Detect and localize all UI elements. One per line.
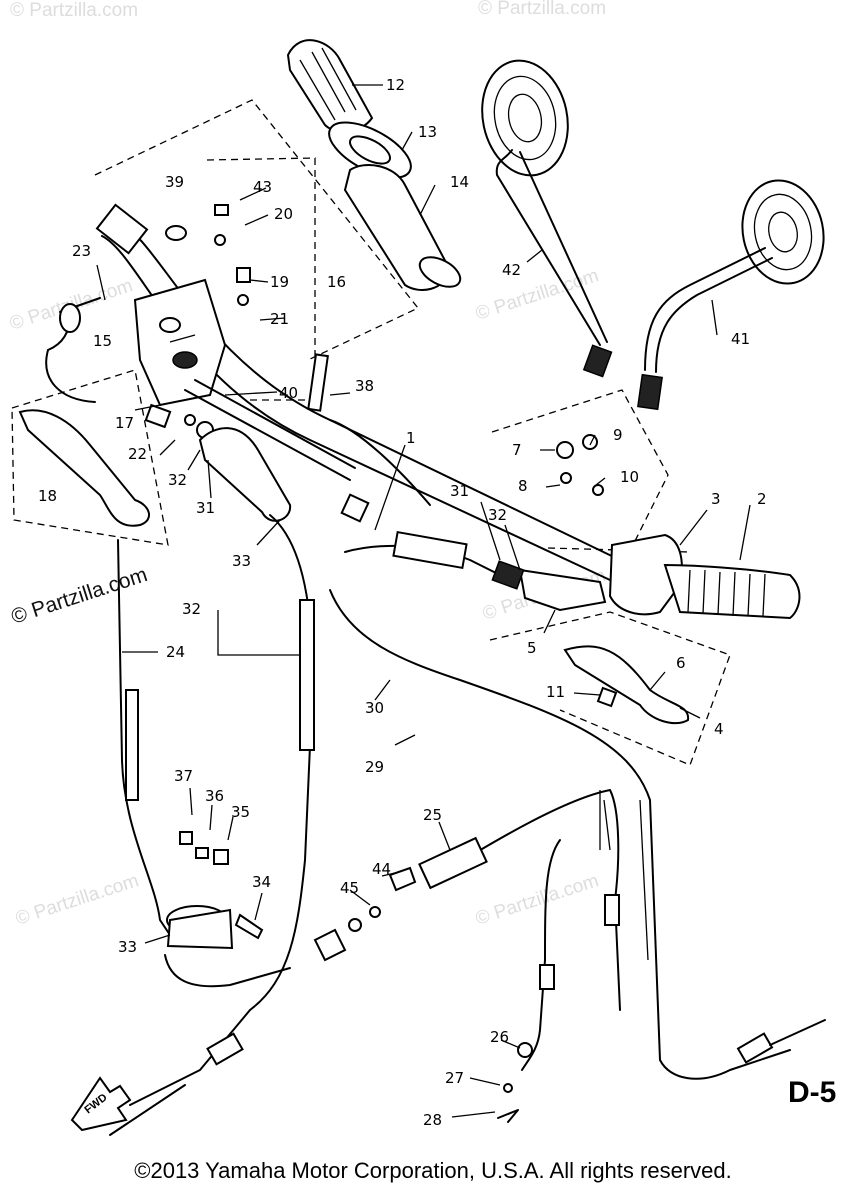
callout-21: 21 bbox=[270, 310, 289, 328]
callout-32-left: 32 bbox=[168, 471, 187, 489]
callout-26: 26 bbox=[490, 1028, 509, 1046]
callout-1: 1 bbox=[406, 429, 416, 447]
callout-2: 2 bbox=[757, 490, 767, 508]
callout-42: 40 bbox=[279, 384, 298, 402]
callout-35: 33 bbox=[118, 938, 137, 956]
callout-27: 27 bbox=[445, 1069, 464, 1087]
callout-43: 41 bbox=[731, 330, 750, 348]
mirrors bbox=[481, 59, 825, 411]
watermark: © Partzilla.com bbox=[478, 0, 606, 19]
watermark: © Partzilla.com bbox=[13, 870, 141, 930]
callout-9: 9 bbox=[613, 426, 623, 444]
callouts: 12 13 14 42 41 39 43 20 19 16 21 23 15 4… bbox=[38, 76, 767, 1129]
right-switch-box-top bbox=[491, 389, 669, 556]
callout-12: 12 bbox=[386, 76, 405, 94]
callout-13: 13 bbox=[418, 123, 437, 141]
callout-44: 42 bbox=[502, 261, 521, 279]
throttle-grip bbox=[286, 39, 462, 291]
callout-33: 32 bbox=[182, 600, 201, 618]
brake-lever-box bbox=[489, 611, 731, 766]
assembly-boxes bbox=[11, 99, 731, 766]
callout-23: 23 bbox=[72, 242, 91, 260]
callout-32-right: 32 bbox=[488, 506, 507, 524]
callout-14: 14 bbox=[450, 173, 469, 191]
clutch-lever-box bbox=[11, 369, 169, 546]
callout-6: 6 bbox=[676, 654, 686, 672]
callout-41: 39 bbox=[165, 173, 184, 191]
callout-31-right: 31 bbox=[450, 482, 469, 500]
callout-22: 22 bbox=[128, 445, 147, 463]
callout-16: 16 bbox=[327, 273, 346, 291]
watermark: © Partzilla.com bbox=[473, 870, 601, 930]
callout-4: 4 bbox=[714, 720, 724, 738]
callout-29: 29 bbox=[365, 758, 384, 776]
callout-15: 15 bbox=[93, 332, 112, 350]
right-control bbox=[344, 434, 801, 725]
callout-3: 3 bbox=[711, 490, 721, 508]
copyright-notice: ©2013 Yamaha Motor Corporation, U.S.A. A… bbox=[134, 1158, 732, 1183]
callout-38: 36 bbox=[205, 787, 224, 805]
callout-24: 24 bbox=[166, 643, 185, 661]
callout-39: 37 bbox=[174, 767, 193, 785]
callout-46: 44 bbox=[372, 860, 391, 878]
callout-7: 7 bbox=[512, 441, 522, 459]
callout-30: 30 bbox=[365, 699, 384, 717]
callout-34: 33 bbox=[232, 552, 251, 570]
watermark-main: © Partzilla.com bbox=[8, 563, 150, 629]
callout-28: 28 bbox=[423, 1111, 442, 1129]
callout-19: 19 bbox=[270, 273, 289, 291]
callout-25: 25 bbox=[423, 806, 442, 824]
callout-17: 17 bbox=[115, 414, 134, 432]
fwd-arrow: FWD bbox=[70, 1076, 132, 1132]
watermark: © Partzilla.com bbox=[10, 0, 138, 21]
callout-37: 35 bbox=[231, 803, 250, 821]
left-switch-box bbox=[94, 99, 420, 361]
callout-18: 18 bbox=[38, 487, 57, 505]
callout-20: 20 bbox=[274, 205, 293, 223]
callout-11: 11 bbox=[546, 683, 565, 701]
leader-lines bbox=[96, 84, 751, 1118]
callout-8: 8 bbox=[518, 477, 528, 495]
callout-5: 5 bbox=[527, 639, 537, 657]
callout-47: 45 bbox=[340, 879, 359, 897]
callout-10: 10 bbox=[620, 468, 639, 486]
left-control bbox=[18, 204, 370, 527]
callout-40: 38 bbox=[355, 377, 374, 395]
callout-45: 43 bbox=[253, 178, 272, 196]
cables bbox=[109, 514, 826, 1136]
callout-31-left: 31 bbox=[196, 499, 215, 517]
screw-box bbox=[206, 157, 316, 401]
plate-label: D-5 bbox=[788, 1076, 836, 1109]
callout-36: 34 bbox=[252, 873, 271, 891]
